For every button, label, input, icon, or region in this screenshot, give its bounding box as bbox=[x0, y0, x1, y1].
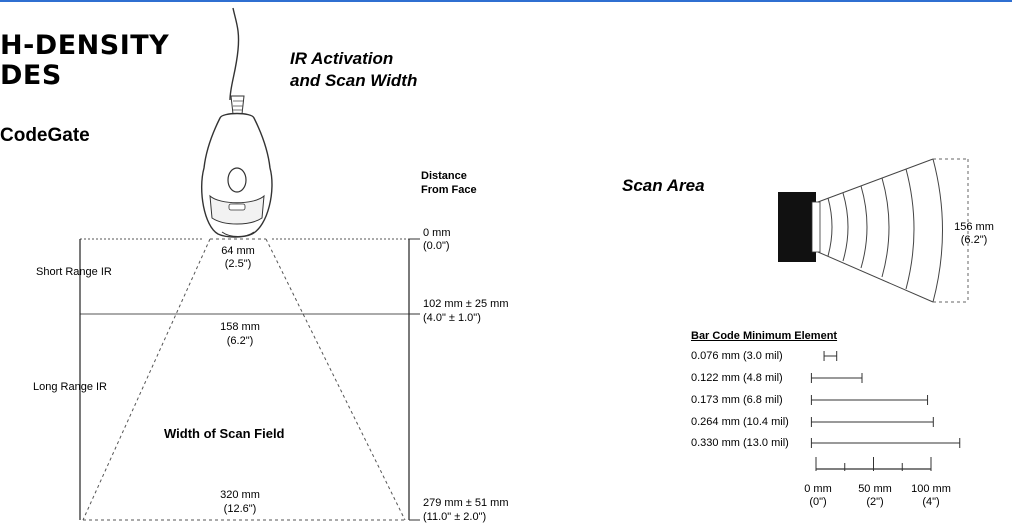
barcode-row-label: 0.264 mm (10.4 mil) bbox=[691, 416, 789, 428]
scanner-button bbox=[227, 167, 247, 193]
scan-field-label: Width of Scan Field bbox=[164, 426, 285, 441]
ir-title-line-2: and Scan Width bbox=[290, 71, 418, 90]
width-0-mm: 64 mm bbox=[221, 245, 255, 257]
width-1-mm: 158 mm bbox=[220, 321, 260, 333]
short-range-label: Short Range IR bbox=[36, 266, 112, 278]
barcode-row-label: 0.076 mm (3.0 mil) bbox=[691, 350, 783, 362]
heading-line-1: H-DENSITY bbox=[0, 30, 170, 61]
width-2-mm: 320 mm bbox=[220, 489, 260, 501]
width-1-inch: (6.2") bbox=[226, 335, 254, 347]
barcode-row-label: 0.173 mm (6.8 mil) bbox=[691, 394, 783, 406]
barcode-element-chart bbox=[810, 351, 961, 471]
barcode-row-label: 0.330 mm (13.0 mil) bbox=[691, 437, 789, 449]
barcode-title: Bar Code Minimum Element bbox=[691, 330, 838, 342]
distance-header-line-2: From Face bbox=[421, 184, 477, 196]
axis-tick-label-inch: (0") bbox=[809, 496, 827, 508]
ir-title-line-1: IR Activation bbox=[290, 49, 394, 68]
scan-area-graphic bbox=[778, 158, 969, 303]
distance-0-mm: 0 mm bbox=[423, 227, 451, 239]
axis-tick-label-mm: 100 mm bbox=[911, 483, 951, 495]
scan-area-width-mm: 156 mm bbox=[954, 221, 994, 233]
heading-line-2: DES bbox=[0, 60, 62, 91]
distance-0-inch: (0.0") bbox=[423, 240, 450, 252]
scan-field-outline bbox=[82, 238, 406, 521]
barcode-row-label: 0.122 mm (4.8 mil) bbox=[691, 372, 783, 384]
distance-1-mm: 102 mm ± 25 mm bbox=[423, 298, 509, 310]
distance-2-inch: (11.0" ± 2.0") bbox=[423, 511, 487, 523]
scan-area-title: Scan Area bbox=[622, 176, 705, 195]
axis-tick-label-inch: (2") bbox=[866, 496, 884, 508]
width-0-inch: (2.5") bbox=[224, 258, 252, 270]
axis-tick-label-mm: 50 mm bbox=[858, 483, 892, 495]
long-range-label: Long Range IR bbox=[33, 381, 107, 393]
axis-tick-label-mm: 0 mm bbox=[804, 483, 832, 495]
scan-area-width-inch: (6.2") bbox=[960, 234, 988, 246]
distance-header-line-1: Distance bbox=[421, 170, 467, 182]
axis-tick-label-inch: (4") bbox=[922, 496, 940, 508]
distance-2-mm: 279 mm ± 51 mm bbox=[423, 497, 509, 509]
width-2-inch: (12.6") bbox=[223, 503, 257, 515]
product-name: CodeGate bbox=[0, 125, 90, 146]
distance-1-inch: (4.0" ± 1.0") bbox=[423, 312, 481, 324]
top-accent-bar bbox=[0, 0, 1012, 2]
scanner-cable bbox=[229, 7, 240, 101]
